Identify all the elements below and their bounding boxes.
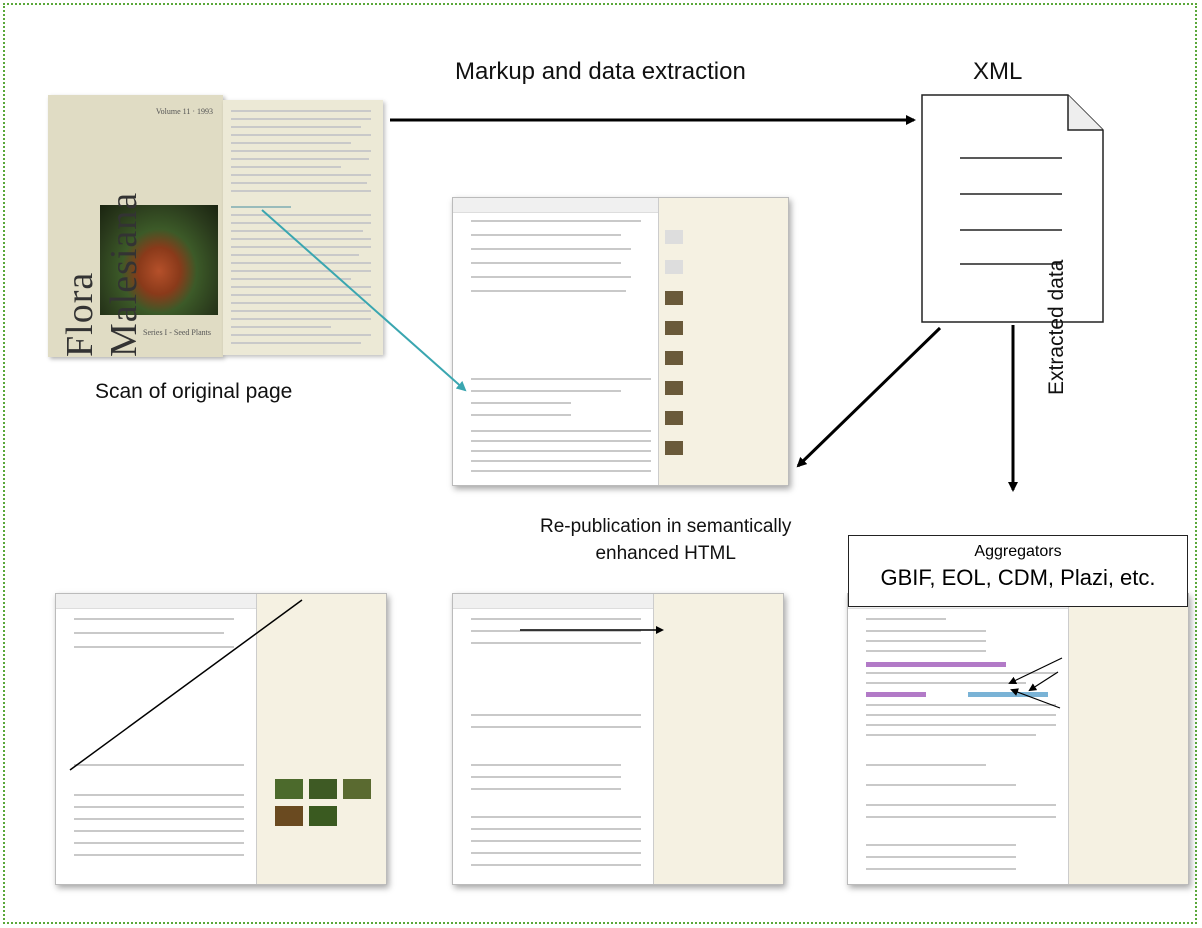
xml-label: XML (973, 58, 1023, 85)
diagram-frame (3, 3, 1197, 924)
center-html-screenshot (452, 197, 789, 486)
aggregators-box: Aggregators GBIF, EOL, CDM, Plazi, etc. (848, 535, 1188, 607)
aggregators-title: Aggregators (974, 543, 1062, 560)
book-series: Series I - Seed Plants (143, 328, 211, 337)
bottom-right-link-1 (1008, 657, 1063, 685)
republication-label-line2: enhanced HTML (595, 543, 736, 564)
bottom-right-link-2 (1028, 671, 1059, 692)
bottom-left-screenshot (55, 593, 387, 885)
bottom-left-link (69, 599, 303, 771)
book-volume: Volume 11 · 1993 (155, 107, 213, 116)
xml-document-icon (921, 94, 1104, 323)
republication-label-line1: Re-publication in semantically (540, 516, 792, 537)
extracted-data-label: Extracted data (1045, 259, 1068, 395)
source-link-arrow (261, 209, 467, 392)
book-cover: Volume 11 · 1993 Flora Malesiana Series … (48, 95, 223, 357)
republication-label: Re-publication in semantically enhanced … (540, 513, 791, 567)
book-text-page (223, 100, 383, 355)
bottom-right-screenshot (847, 593, 1189, 885)
scan-label: Scan of original page (95, 380, 293, 403)
aggregators-list: GBIF, EOL, CDM, Plazi, etc. (880, 565, 1156, 590)
markup-label: Markup and data extraction (455, 58, 746, 85)
cover-photo (100, 205, 218, 315)
bottom-middle-screenshot (452, 593, 784, 885)
bottom-right-link-3 (1010, 688, 1061, 709)
republish-arrow (796, 326, 942, 468)
